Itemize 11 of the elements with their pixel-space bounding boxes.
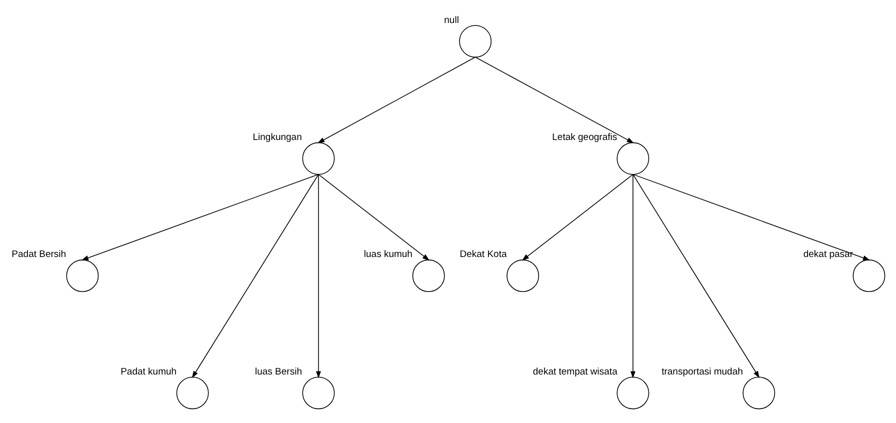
node-label: dekat pasar [803,248,854,260]
node-label: Dekat Kota [460,248,507,260]
node-label: luas kumuh [364,248,412,260]
node-label: Letak geografis [552,132,618,142]
node-label: luas Bersih [254,366,302,377]
node-label: null [444,14,459,26]
node-label: transportasi mudah [662,366,743,377]
node-label: Lingkungan [252,132,302,142]
node-label: dekat tempat wisata [532,366,618,377]
node-label: Padat kumuh [120,366,177,377]
node-label: Padat Bersih [12,248,66,260]
